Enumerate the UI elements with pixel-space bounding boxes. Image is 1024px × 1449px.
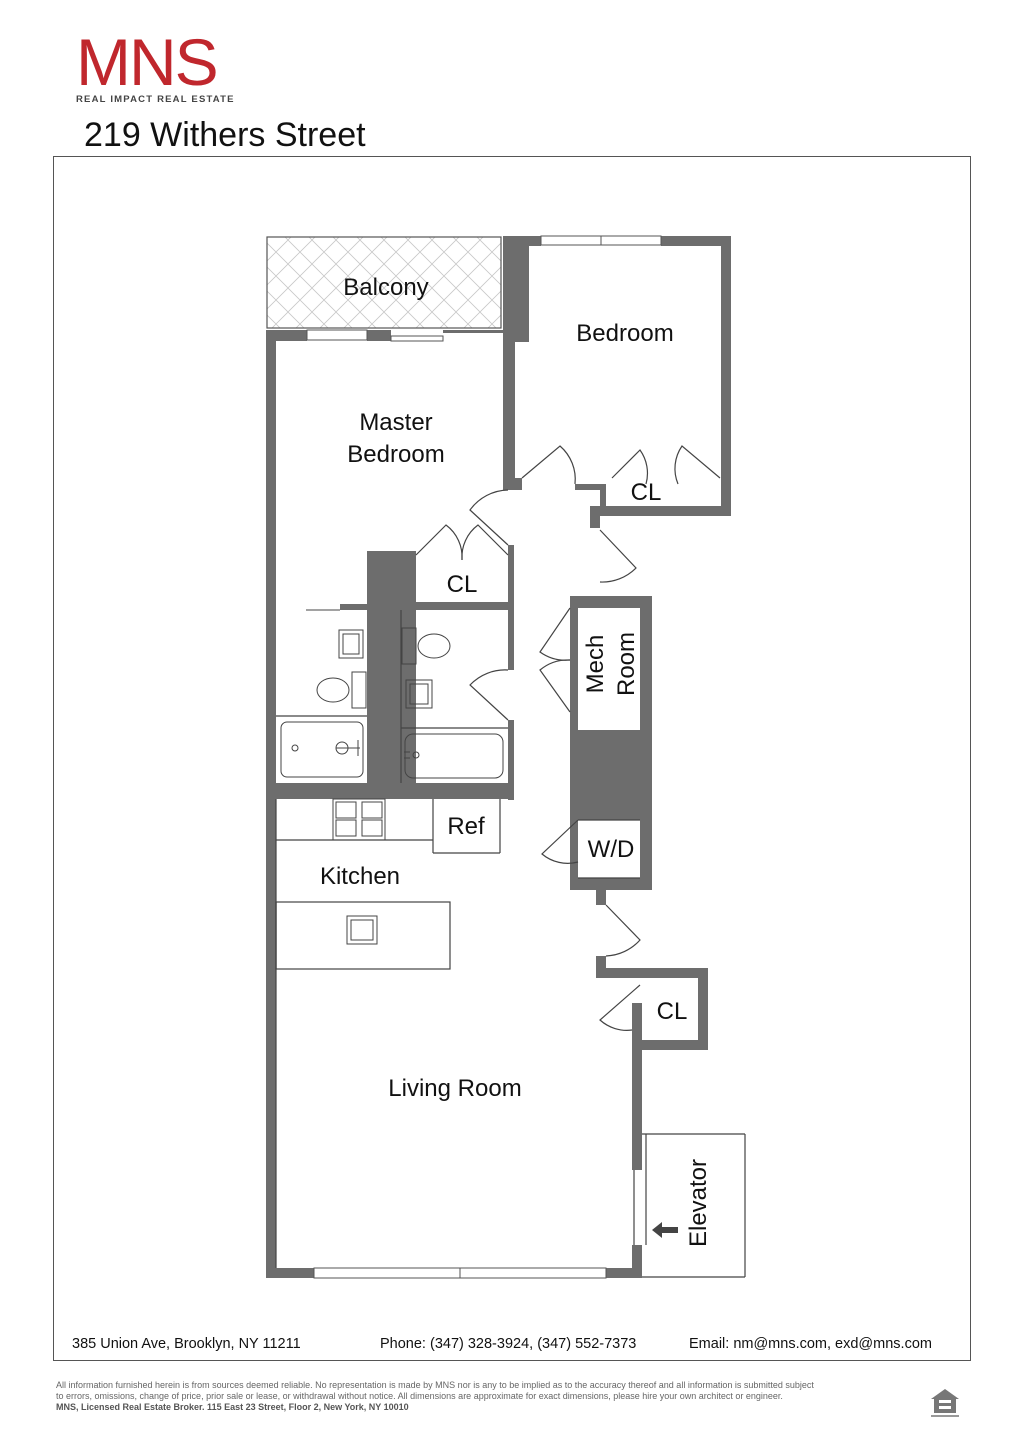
sink-right [405, 679, 433, 709]
contact-phone: Phone: (347) 328-3924, (347) 552-7373 [380, 1336, 637, 1352]
disclaimer: All information furnished herein is from… [56, 1380, 916, 1413]
kitchen-fixtures [332, 798, 498, 945]
label-elevator: Elevator [685, 1159, 712, 1247]
sink-left [338, 629, 364, 659]
label-master-bedroom-2: Bedroom [347, 441, 444, 468]
label-mech-room-2: Room [613, 632, 640, 696]
label-closet-living: CL [657, 998, 688, 1025]
page-title: 219 Withers Street [84, 116, 366, 154]
walls [266, 236, 731, 1278]
label-refrigerator: Ref [447, 813, 485, 840]
cooktop [332, 798, 386, 841]
label-living-room: Living Room [388, 1075, 521, 1102]
interior-lines [275, 610, 746, 1278]
brand-logo: MNS REAL IMPACT REAL ESTATE [76, 25, 235, 107]
label-master-bedroom-1: Master [359, 409, 432, 436]
bathtub-right [404, 733, 504, 779]
balcony-area [266, 236, 502, 329]
label-closet-bedroom: CL [631, 479, 662, 506]
contact-address: 385 Union Ave, Brooklyn, NY 11211 [72, 1336, 301, 1352]
label-washer-dryer: W/D [588, 836, 635, 863]
label-closet-master: CL [447, 571, 478, 598]
logo-mark: MNS [76, 25, 219, 99]
equal-housing-icon [931, 1389, 959, 1417]
bathtub-left [280, 721, 364, 778]
door-swings [415, 445, 721, 1031]
disclaimer-line-2: to errors, omissions, change of price, p… [56, 1391, 783, 1401]
disclaimer-line-1: All information furnished herein is from… [56, 1380, 814, 1390]
toilet-right [417, 633, 451, 659]
label-bedroom: Bedroom [576, 320, 673, 347]
toilet-left [316, 677, 350, 703]
kitchen-sink [346, 915, 378, 945]
drain-left [291, 744, 299, 752]
floorplan-frame [53, 156, 971, 1361]
label-mech-room-1: Mech [582, 635, 609, 694]
label-kitchen: Kitchen [320, 863, 400, 890]
label-balcony: Balcony [343, 274, 428, 301]
bath-fixtures [280, 609, 504, 779]
arrow-left-icon [652, 1222, 678, 1238]
disclaimer-broker: MNS, Licensed Real Estate Broker. 115 Ea… [56, 1402, 409, 1412]
windows [306, 235, 662, 1279]
contact-email: Email: nm@mns.com, exd@mns.com [689, 1336, 932, 1352]
logo-tagline: REAL IMPACT REAL ESTATE [76, 94, 235, 105]
